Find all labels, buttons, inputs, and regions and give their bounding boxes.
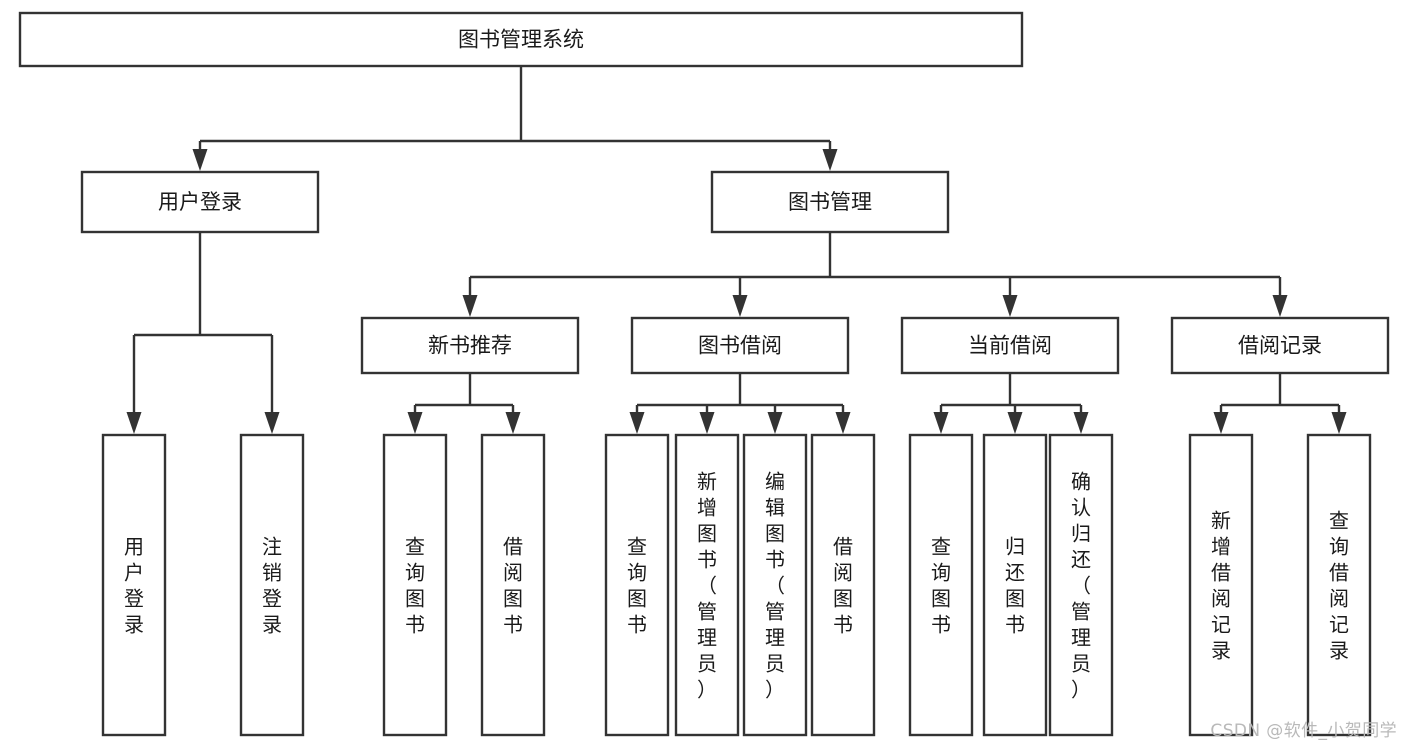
node-box[interactable] (80, 170, 320, 234)
edge-group-root (192, 66, 838, 171)
node-borrow-record[interactable]: 借阅记录 (1170, 316, 1390, 375)
node-box[interactable] (382, 433, 448, 737)
node-box[interactable] (908, 433, 974, 737)
node-leaf-borrow-book-1[interactable]: 借阅图书 (480, 433, 546, 737)
node-box[interactable] (604, 433, 670, 737)
node-label: 归还图书 (1005, 534, 1025, 636)
node-label: 图书管理系统 (458, 28, 584, 52)
edge-group-new-book-rec (407, 373, 521, 434)
node-new-book-rec[interactable]: 新书推荐 (360, 316, 580, 375)
nodes-layer: 图书管理系统用户登录图书管理新书推荐图书借阅当前借阅借阅记录用户登录注销登录查询… (18, 11, 1390, 737)
arrow-head-icon (192, 149, 208, 171)
node-label: 查询图书 (931, 534, 951, 636)
node-box[interactable] (1306, 433, 1372, 737)
node-current-borrow[interactable]: 当前借阅 (900, 316, 1120, 375)
node-box[interactable] (742, 433, 808, 737)
node-box[interactable] (18, 11, 1024, 68)
node-leaf-query-book-2[interactable]: 查询图书 (604, 433, 670, 737)
node-root[interactable]: 图书管理系统 (18, 11, 1024, 68)
arrow-head-icon (822, 149, 838, 171)
node-box[interactable] (900, 316, 1120, 375)
arrow-head-icon (1007, 412, 1023, 434)
node-leaf-user-login[interactable]: 用户登录 (101, 433, 167, 737)
node-box[interactable] (101, 433, 167, 737)
edge-group-book-manage (462, 232, 1288, 317)
edge-group-current-borrow (933, 373, 1089, 434)
node-box[interactable] (710, 170, 950, 234)
node-user-login[interactable]: 用户登录 (80, 170, 320, 234)
node-box[interactable] (239, 433, 305, 737)
arrow-head-icon (1002, 295, 1018, 317)
node-box[interactable] (1048, 433, 1114, 737)
edge-group-book-borrow (629, 373, 851, 434)
node-box[interactable] (480, 433, 546, 737)
node-leaf-query-record[interactable]: 查询借阅记录 (1306, 433, 1372, 737)
arrow-head-icon (264, 412, 280, 434)
node-label: 查询图书 (627, 534, 647, 636)
node-leaf-query-book-3[interactable]: 查询图书 (908, 433, 974, 737)
node-label: 注销登录 (262, 534, 282, 636)
arrow-head-icon (1073, 412, 1089, 434)
node-leaf-query-book-1[interactable]: 查询图书 (382, 433, 448, 737)
node-leaf-confirm-return[interactable]: 确认归还（管理员） (1048, 433, 1114, 737)
watermark-text: CSDN @软件_小贺同学 (1210, 721, 1397, 741)
node-label: 用户登录 (158, 190, 242, 214)
edge-group-user-login (126, 232, 280, 434)
arrow-head-icon (933, 412, 949, 434)
node-box[interactable] (630, 316, 850, 375)
node-label: 图书管理 (788, 190, 872, 214)
node-leaf-user-logout[interactable]: 注销登录 (239, 433, 305, 737)
node-leaf-add-book[interactable]: 新增图书（管理员） (674, 433, 740, 737)
node-label: 新增图书（管理员） (697, 469, 717, 701)
node-label: 图书借阅 (698, 334, 782, 358)
node-box[interactable] (1188, 433, 1254, 737)
node-label: 借阅图书 (833, 534, 853, 636)
arrow-head-icon (407, 412, 423, 434)
node-label: 当前借阅 (968, 334, 1052, 358)
node-box[interactable] (360, 316, 580, 375)
arrow-head-icon (767, 412, 783, 434)
arrow-head-icon (629, 412, 645, 434)
arrow-head-icon (1213, 412, 1229, 434)
node-label: 查询图书 (405, 534, 425, 636)
node-label: 借阅记录 (1238, 334, 1322, 358)
node-leaf-add-record[interactable]: 新增借阅记录 (1188, 433, 1254, 737)
edge-group-borrow-record (1213, 373, 1347, 434)
arrow-head-icon (126, 412, 142, 434)
arrow-head-icon (462, 295, 478, 317)
arrow-head-icon (732, 295, 748, 317)
node-book-manage[interactable]: 图书管理 (710, 170, 950, 234)
node-label: 用户登录 (124, 534, 144, 636)
node-leaf-borrow-book-2[interactable]: 借阅图书 (810, 433, 876, 737)
node-box[interactable] (982, 433, 1048, 737)
node-box[interactable] (674, 433, 740, 737)
node-label: 借阅图书 (503, 534, 523, 636)
node-book-borrow[interactable]: 图书借阅 (630, 316, 850, 375)
edges-layer (126, 66, 1347, 434)
node-leaf-edit-book[interactable]: 编辑图书（管理员） (742, 433, 808, 737)
node-box[interactable] (810, 433, 876, 737)
arrow-head-icon (835, 412, 851, 434)
arrow-head-icon (505, 412, 521, 434)
node-leaf-return-book[interactable]: 归还图书 (982, 433, 1048, 737)
node-label: 新书推荐 (428, 334, 512, 358)
arrow-head-icon (699, 412, 715, 434)
node-label: 编辑图书（管理员） (765, 469, 785, 701)
arrow-head-icon (1331, 412, 1347, 434)
node-label: 新增借阅记录 (1211, 508, 1231, 662)
node-box[interactable] (1170, 316, 1390, 375)
arrow-head-icon (1272, 295, 1288, 317)
node-label: 确认归还（管理员） (1071, 469, 1091, 701)
node-label: 查询借阅记录 (1329, 508, 1349, 662)
